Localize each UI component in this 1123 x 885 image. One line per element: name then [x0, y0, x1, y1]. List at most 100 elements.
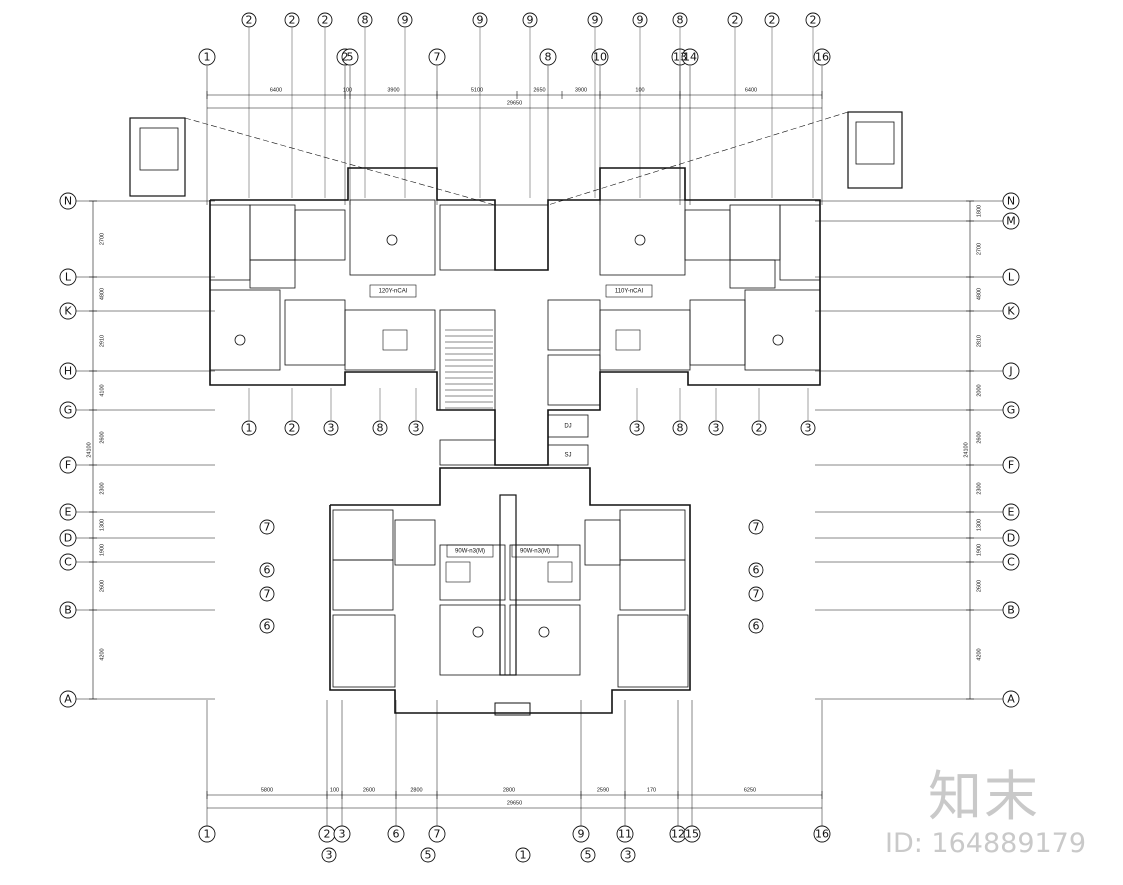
ref-bubble [321, 847, 337, 863]
top-axis-bubble-label: 1 [204, 51, 211, 64]
left-dim-total: 24100 [86, 442, 92, 457]
ref-bubble-label: 9 [402, 14, 409, 27]
ref-bubble [284, 420, 300, 436]
unit-tag-box [511, 544, 559, 558]
top-axis-bubble-label: 2 [342, 51, 349, 64]
right-axis-bubble [1002, 401, 1020, 419]
ref-bubble [672, 12, 688, 28]
bottom-axis-bubble [813, 825, 831, 843]
furniture-table [634, 234, 646, 246]
right-dim-value: 2700 [976, 243, 982, 255]
bottom-dim-value: 6250 [744, 787, 756, 793]
ref-bubble [241, 12, 257, 28]
ref-bubble-label: 2 [756, 422, 763, 435]
ref-bubble-label: 3 [413, 422, 420, 435]
right-dim-value: 2000 [976, 384, 982, 396]
right-axis-bubble-label: M [1006, 215, 1016, 228]
ref-bubble-label: 9 [637, 14, 644, 27]
left-axis-bubble-label: G [64, 404, 73, 417]
ref-bubble-label: 2 [322, 14, 329, 27]
ref-bubble [748, 618, 764, 634]
left-axis-bubble [59, 401, 77, 419]
lower-tank [494, 702, 531, 716]
right-axis-bubble-label: C [1007, 556, 1015, 569]
bottom-axis-bubble [387, 825, 405, 843]
bottom-axis-bubble-label: 1 [204, 828, 211, 841]
watermark-id: ID: 164889179 [885, 828, 1087, 859]
ref-bubble-label: 6 [753, 620, 760, 633]
top-axis-bubble [198, 48, 216, 66]
right-axis-bubble [1002, 362, 1020, 380]
ref-bubble [708, 420, 724, 436]
furniture-table [472, 626, 484, 638]
right-axis-bubble-label: N [1007, 195, 1015, 208]
core-room [547, 299, 601, 351]
ref-bubble-label: 9 [477, 14, 484, 27]
right-dim-value: 4200 [976, 648, 982, 660]
room-upper-right [684, 209, 731, 261]
leader-dashed [184, 117, 496, 206]
top-axis-bubble [428, 48, 446, 66]
room-lower [332, 509, 394, 561]
left-axis-bubble [59, 553, 77, 571]
unit-tag: 90W-n3(M) [520, 549, 550, 555]
bottom-axis-bubble-label: 11 [618, 828, 632, 841]
ref-bubble-label: 5 [425, 849, 432, 862]
room-upper-right [744, 289, 821, 371]
ref-bubble-label: 1 [246, 422, 253, 435]
right-axis-bubble [1002, 192, 1020, 210]
bottom-axis-bubble-label: 16 [815, 828, 829, 841]
room-lower [394, 519, 436, 566]
room-upper-left [209, 289, 281, 371]
core-room [439, 439, 496, 466]
ref-bubble [472, 12, 488, 28]
left-axis-bubble-label: B [64, 604, 72, 617]
bottom-dim-total: 29650 [507, 800, 522, 806]
right-axis-bubble-label: F [1008, 459, 1014, 472]
right-axis-bubble [1002, 456, 1020, 474]
left-dim-value: 1300 [99, 519, 105, 531]
ref-bubble [800, 420, 816, 436]
ref-bubble-label: 2 [732, 14, 739, 27]
left-axis-bubble [59, 690, 77, 708]
left-axis-bubble [59, 362, 77, 380]
ref-bubble-label: 2 [246, 14, 253, 27]
room-upper-left [294, 209, 346, 261]
core-room [439, 204, 496, 271]
room-lower [584, 519, 621, 566]
right-axis-bubble [1002, 553, 1020, 571]
bottom-axis-bubble-label: 7 [434, 828, 441, 841]
ref-bubble [515, 847, 531, 863]
left-dim-value: 4100 [99, 384, 105, 396]
bottom-dim-value: 170 [647, 787, 656, 793]
ref-bubble-label: 7 [264, 521, 271, 534]
top-dim-value: 100 [343, 87, 352, 93]
right-dim-value: 2810 [976, 335, 982, 347]
right-dim-value: 2300 [976, 482, 982, 494]
bottom-axis-bubble [428, 825, 446, 843]
bottom-axis-bubble-label: 2 [324, 828, 331, 841]
furniture-table [538, 626, 550, 638]
ref-bubble-label: 7 [753, 588, 760, 601]
ref-bubble-label: 3 [328, 422, 335, 435]
watermark-logo: 知末 [928, 765, 1040, 828]
ref-bubble [764, 12, 780, 28]
top-axis-bubble-label: 14 [683, 51, 697, 64]
ref-bubble-label: 8 [677, 14, 684, 27]
bottom-dim-value: 2800 [503, 787, 515, 793]
bottom-axis-bubble-label: 9 [578, 828, 585, 841]
left-axis-bubble-label: H [64, 365, 72, 378]
ref-bubble-label: 2 [289, 14, 296, 27]
bottom-axis-bubble [616, 825, 634, 843]
room-lower [619, 509, 686, 561]
dining-table [382, 329, 408, 351]
room-upper-right [779, 204, 821, 281]
right-axis-bubble-label: K [1007, 305, 1015, 318]
detail-room-right [855, 121, 895, 165]
top-axis-bubble [539, 48, 557, 66]
left-axis-bubble-label: A [64, 693, 72, 706]
top-axis-bubble [681, 48, 699, 66]
ref-bubble [805, 12, 821, 28]
ref-bubble-label: 6 [264, 620, 271, 633]
